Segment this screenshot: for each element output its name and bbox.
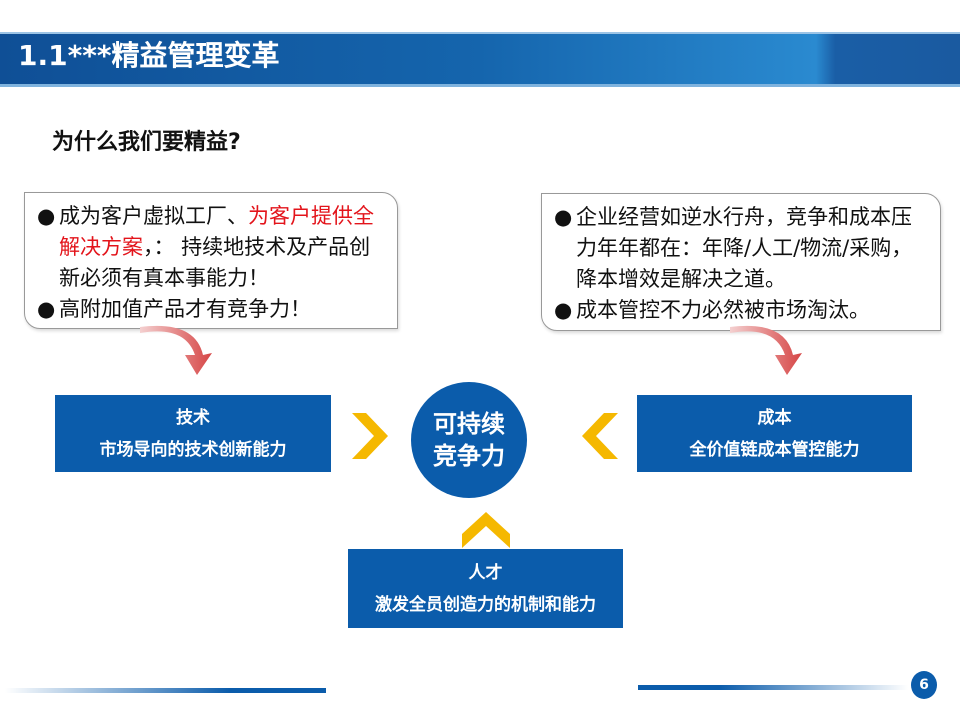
cost-box: 成本全价值链成本管控能力 [637,395,912,472]
cost-desc: 全价值链成本管控能力 [689,439,860,460]
cost-textbox: ●企业经营如逆水行舟，竞争和成本压力年年都在：年降/人工/物流/采购，降本增效是… [541,193,941,331]
curved-arrow-icon [140,325,212,375]
curved-arrow-icon [730,325,802,375]
text: 企业经营如逆水行舟，竞争和成本压力年年都在：年降/人工/物流/采购，降本增效是解… [576,205,913,291]
tech-box: 技术市场导向的技术创新能力 [55,395,331,472]
chevron-right-icon [352,413,388,459]
tech-title: 技术 [176,407,210,428]
center-text: 竞争力 [433,442,505,470]
bullet-icon: ● [37,297,56,321]
footer-line [5,688,326,693]
text: 高附加值产品才有竞争力！ [59,297,311,321]
tech-desc: 市场导向的技术创新能力 [99,439,287,460]
chevron-left-icon [582,413,618,459]
footer-line [638,685,908,690]
text: 成本管控不力必然被市场淘汰。 [576,298,870,322]
bullet-icon: ● [37,204,56,228]
talent-title: 人才 [468,562,503,583]
talent-box: 人才激发全员创造力的机制和能力 [348,549,623,628]
bullet-icon: ● [554,205,573,229]
chevron-up-icon [462,512,510,548]
core-circle: 可持续竞争力 [411,382,527,498]
talent-desc: 激发全员创造力的机制和能力 [375,594,596,615]
slide-title: 1.1***精益管理变革 [18,39,280,72]
text: 成为客户虚拟工厂、 [59,204,248,228]
subtitle: 为什么我们要精益? [52,130,241,155]
customer-textbox: ●成为客户虚拟工厂、为客户提供全解决方案，： 持续地技术及产品创新必须有真本事能… [24,192,398,329]
center-text: 可持续 [433,410,505,438]
cost-title: 成本 [757,407,792,428]
highlight-text: 为客户提供全解决方案 [59,204,374,259]
header-band [0,32,960,87]
bullet-icon: ● [554,298,573,322]
page-number: 6 [911,671,937,699]
text: ，： 持续地技术及产品创新必须有真本事能力！ [59,235,371,290]
